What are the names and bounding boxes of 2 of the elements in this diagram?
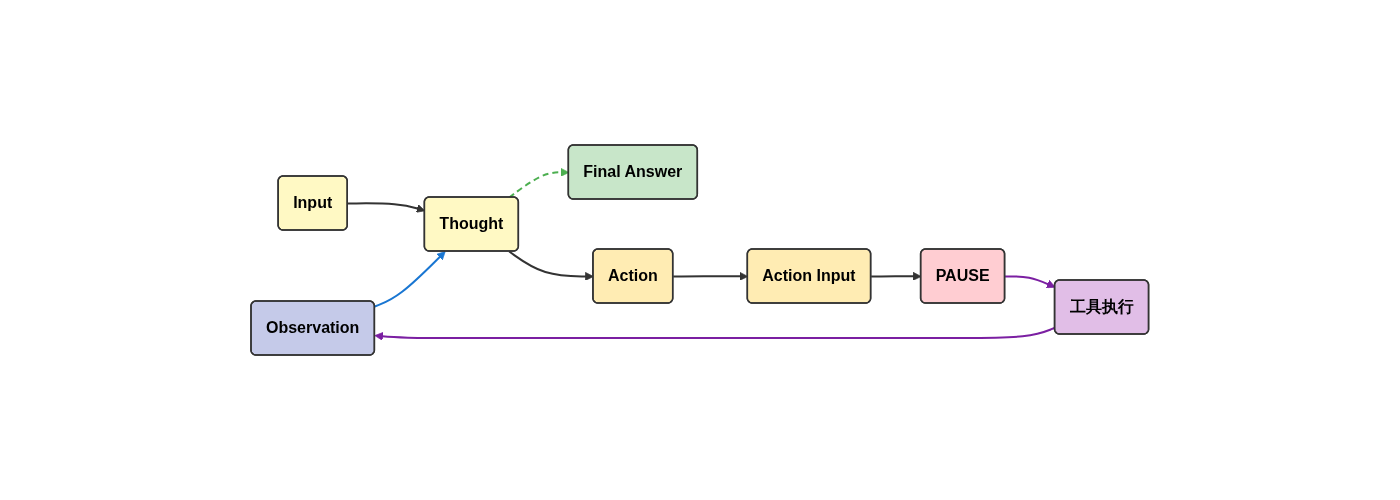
arrow — [1004, 275, 1056, 289]
arrow — [374, 251, 446, 308]
